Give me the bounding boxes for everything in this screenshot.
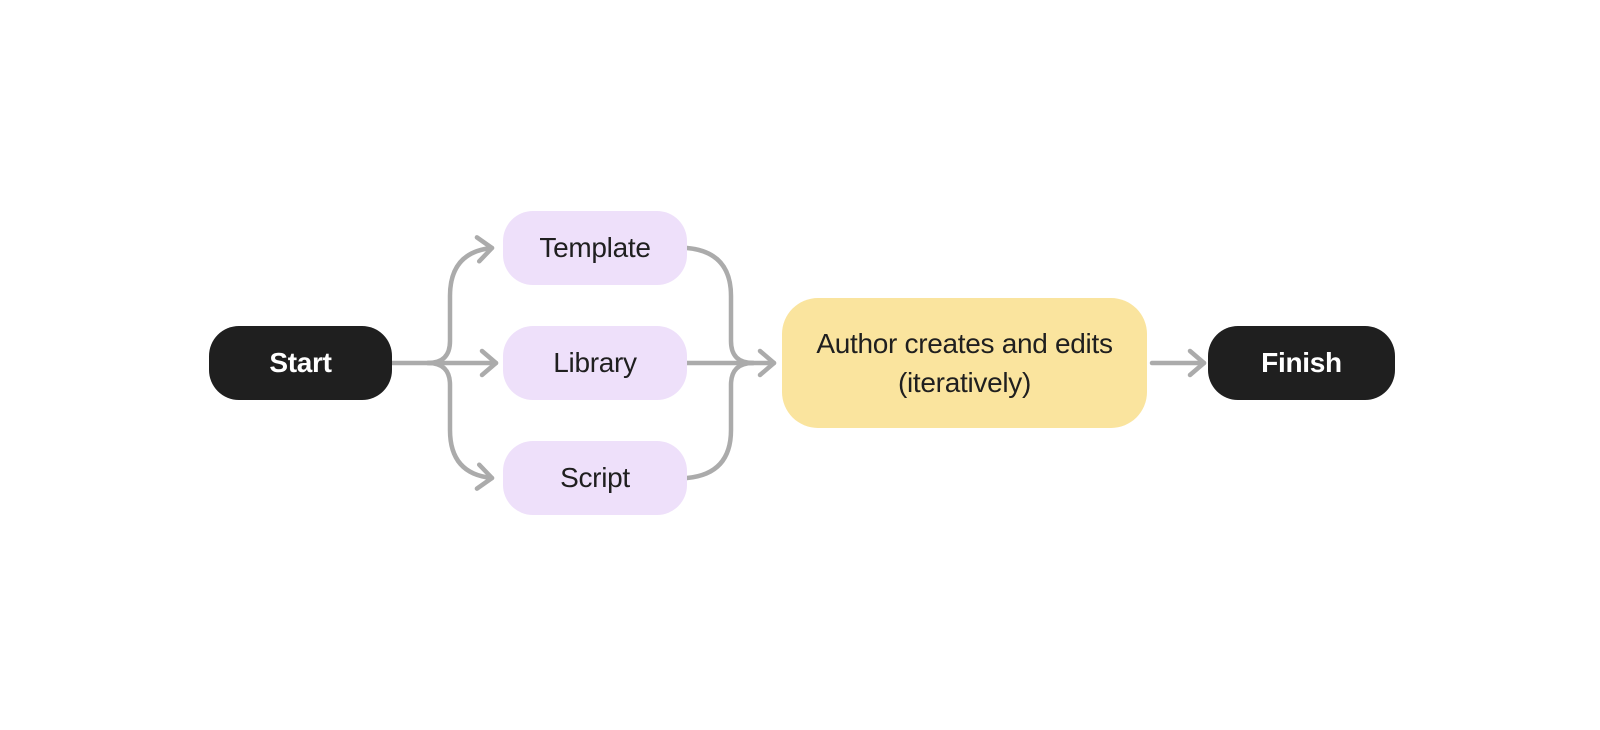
connector-start-to-script [425,360,495,491]
connector-script-to-author [684,360,756,481]
node-template[interactable]: Template [503,211,687,285]
node-author-label-line2: (iteratively) [897,367,1031,398]
node-author-label-line1: Author creates and edits [816,328,1113,359]
connector-start-to-template [425,235,495,366]
node-author-label: Author creates and edits (iteratively) [816,324,1113,402]
node-finish-label: Finish [1261,347,1342,378]
node-start-label: Start [269,347,332,378]
connector-template-to-author [684,245,756,366]
node-library-label: Library [553,347,637,378]
node-finish[interactable]: Finish [1208,326,1395,400]
node-script[interactable]: Script [503,441,687,515]
node-script-label: Script [560,462,630,493]
node-library[interactable]: Library [503,326,687,400]
node-author[interactable]: Author creates and edits (iteratively) [782,298,1147,428]
node-template-label: Template [539,232,651,263]
node-start[interactable]: Start [209,326,392,400]
